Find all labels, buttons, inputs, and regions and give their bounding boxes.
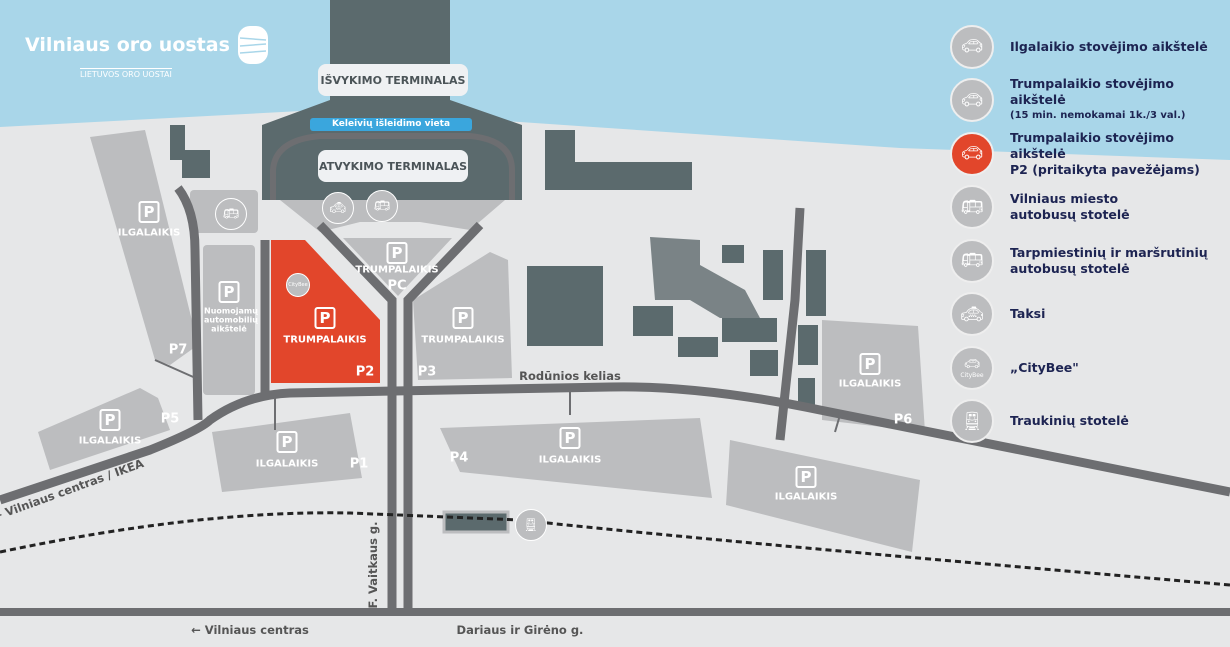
lot-id: P5 xyxy=(160,411,180,427)
lot-id: PC xyxy=(387,278,407,294)
road-label-darius: Dariaus ir Girėno g. xyxy=(456,623,584,637)
legend-label: Trumpalaikio stovėjimo aikštelė xyxy=(1010,76,1174,108)
lot-id: P1 xyxy=(349,456,369,472)
city-bus-icon: 🚌︎ xyxy=(950,185,994,230)
lot-type: ILGALAIKIS xyxy=(774,491,838,503)
long-term-parking-icon: 🚗︎ xyxy=(950,24,994,69)
dropoff-bar xyxy=(310,118,472,131)
road-label-centras: ← Vilniaus centras xyxy=(191,623,309,637)
departures-terminal-label: IŠVYKIMO TERMINALAS xyxy=(318,64,468,96)
city-bus-icon: 🚌︎ xyxy=(215,198,247,230)
legend-label: Vilniaus miesto xyxy=(1010,191,1119,207)
lot-type: TRUMPALAIKIS xyxy=(355,264,439,276)
taxi-icon: 🚕︎ xyxy=(322,192,354,224)
lot-id: P6 xyxy=(893,412,913,428)
intercity-bus-icon: 🚌︎ xyxy=(950,238,994,283)
p-icon: P xyxy=(795,466,817,488)
dropoff-label: Keleivių išleidimo vieta xyxy=(331,119,451,129)
p-icon: P xyxy=(859,353,881,375)
lot-type: ILGALAIKIS xyxy=(838,378,902,390)
lot-rental xyxy=(203,245,255,395)
legend-note: (15 min. nemokamai 1k./3 val.) xyxy=(1010,110,1186,122)
lot-id: P3 xyxy=(417,364,437,380)
rental-lot-label: Nuomojamų automobilių aikštelė xyxy=(204,306,258,334)
lot-id: P2 xyxy=(355,364,375,380)
logo-subtitle: LIETUVOS ORO UOSTAI xyxy=(80,68,172,79)
lot-p3 xyxy=(413,252,512,380)
legend-label: „CityBee" xyxy=(1010,359,1079,375)
legend-label: Ilgalaikio stovėjimo aikštelė xyxy=(1010,38,1208,54)
intercity-bus-icon: 🚌︎ xyxy=(366,190,398,222)
arrivals-terminal-label: ATVYKIMO TERMINALAS xyxy=(318,150,468,182)
access-roads xyxy=(154,359,841,433)
terminal-loop-road xyxy=(270,133,515,200)
lot-p6 xyxy=(822,320,925,432)
lot-p8 xyxy=(726,440,920,552)
legend-label: Traukinių stotelė xyxy=(1010,413,1129,429)
logo-title: Vilniaus oro uostas xyxy=(25,34,230,56)
citybee-sub: CityBee xyxy=(960,371,984,379)
logo-mark-icon xyxy=(237,26,268,64)
lot-type: TRUMPALAIKIS xyxy=(421,334,505,346)
train-icon: 🚆︎ xyxy=(950,399,994,444)
lot-type: ILGALAIKIS xyxy=(78,435,142,447)
citybee-icon: CityBee xyxy=(286,273,310,297)
lot-type: ILGALAIKIS xyxy=(117,227,181,239)
legend-item: 🚗︎CityBee „CityBee" xyxy=(950,341,1220,395)
p-icon: P xyxy=(314,307,336,329)
legend-label: autobusų stotelė xyxy=(1010,207,1130,223)
p-icon: P xyxy=(99,409,121,431)
citybee-icon: 🚗︎CityBee xyxy=(950,345,994,390)
lot-type: ILGALAIKIS xyxy=(255,458,319,470)
legend-item: 🚗︎ Trumpalaikio stovėjimo aikštelė (15 min… xyxy=(950,74,1220,128)
legend-item: 🚗︎ Ilgalaikio stovėjimo aikštelė xyxy=(950,20,1220,74)
railway xyxy=(0,511,1230,587)
p-icon: P xyxy=(386,242,408,264)
short-term-parking-icon: 🚗︎ xyxy=(950,78,994,123)
legend-label: P2 (pritaikyta pavežėjams) xyxy=(1010,161,1200,177)
lot-p7 xyxy=(90,130,198,365)
p2-parking-icon: 🚗︎ xyxy=(950,131,994,176)
arrow-left-icon: ← xyxy=(191,623,205,637)
legend: 🚗︎ Ilgalaikio stovėjimo aikštelė 🚗︎ Trumpa… xyxy=(950,20,1220,448)
road-label-rodunios: Rodūnios kelias xyxy=(519,369,621,383)
lot-id: P4 xyxy=(449,450,469,466)
legend-label: autobusų stotelė xyxy=(1010,260,1130,276)
buildings xyxy=(170,125,826,534)
train-icon: 🚆︎ xyxy=(515,509,547,541)
legend-label: Trumpalaikio stovėjimo aikštelė xyxy=(1010,129,1174,161)
lot-type: ILGALAIKIS xyxy=(538,454,602,466)
p-icon: P xyxy=(218,281,240,303)
sky-area xyxy=(0,0,1230,160)
lot-p4 xyxy=(440,418,712,498)
legend-label: Taksi xyxy=(1010,306,1046,322)
p-icon: P xyxy=(452,307,474,329)
lot-pc xyxy=(343,238,452,296)
lot-type: TRUMPALAIKIS xyxy=(283,334,367,346)
road-label-vaitkaus: F. Vaitkaus g. xyxy=(366,521,380,609)
roads xyxy=(0,185,1230,616)
p-icon: P xyxy=(138,201,160,223)
legend-item: 🚕︎ Taksi xyxy=(950,288,1220,342)
logo: Vilniaus oro uostas xyxy=(25,26,268,64)
legend-label: Tarpmiestinių ir maršrutinių xyxy=(1010,244,1208,260)
road-name: Vilniaus centras xyxy=(204,623,309,637)
legend-item: 🚆︎ Traukinių stotelė xyxy=(950,395,1220,449)
lot-id: P7 xyxy=(168,342,188,358)
taxi-icon: 🚕︎ xyxy=(950,292,994,337)
p-icon: P xyxy=(276,431,298,453)
p-icon: P xyxy=(559,427,581,449)
citybee-small-label: CityBee xyxy=(288,282,308,288)
